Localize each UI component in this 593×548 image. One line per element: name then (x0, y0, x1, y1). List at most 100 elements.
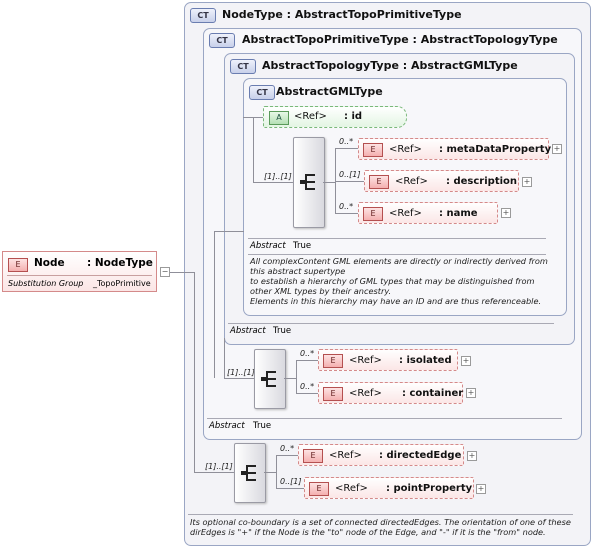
expand-toggle[interactable]: + (522, 177, 532, 187)
divider (228, 323, 554, 324)
sequence-multiplicity: [1]..[1] (227, 368, 255, 377)
connector (224, 378, 254, 379)
abstract-label: Abstract (209, 421, 245, 431)
connector (335, 181, 364, 182)
connector (296, 360, 297, 393)
element-ref: <Ref> (335, 483, 368, 494)
element-name: : name (439, 208, 478, 219)
connector (296, 393, 318, 394)
node-name: Node (34, 257, 65, 269)
complex-type-icon: CT (209, 33, 235, 48)
element-ref: <Ref> (389, 144, 422, 155)
element-multiplicity: 0..* (300, 349, 315, 358)
substitution-group-value: _TopoPrimitive (93, 279, 151, 288)
element-multiplicity: 0..* (280, 444, 295, 453)
expand-toggle[interactable]: + (476, 484, 486, 494)
divider (207, 418, 562, 419)
node-divider (7, 275, 152, 276)
expand-toggle[interactable]: + (552, 144, 562, 154)
element-multiplicity: 0..* (339, 202, 354, 211)
element-container[interactable]: E <Ref> : container (318, 382, 463, 404)
node-element[interactable]: E Node : NodeType Substitution Group _To… (2, 251, 157, 292)
element-ref: <Ref> (389, 208, 422, 219)
connector (284, 378, 296, 379)
element-name: : isolated (399, 355, 452, 366)
sequence-compositor[interactable] (254, 349, 286, 409)
node-documentation: Its optional co-boundary is a set of con… (190, 517, 571, 537)
element-multiplicity: 0..[1] (280, 477, 302, 486)
nodetype-title: NodeType : AbstractTopoPrimitiveType (222, 8, 462, 21)
connector (276, 488, 304, 489)
attribute-icon: A (269, 111, 289, 125)
collapse-toggle[interactable]: − (160, 267, 170, 277)
element-ref: <Ref> (349, 355, 382, 366)
abstract-value: True (273, 326, 292, 336)
element-directededge[interactable]: E <Ref> : directedEdge (298, 444, 464, 466)
abstract-label: Abstract (230, 326, 266, 336)
sequence-compositor[interactable] (234, 443, 266, 503)
sequence-multiplicity: [1]..[1] (205, 462, 233, 471)
element-icon: E (303, 449, 323, 463)
expand-toggle[interactable]: + (467, 451, 477, 461)
node-type: : NodeType (87, 257, 153, 269)
element-multiplicity: 0..* (339, 137, 354, 146)
connector (224, 338, 225, 379)
element-multiplicity: 0..[1] (339, 170, 361, 179)
attribute-id[interactable]: A <Ref> : id (263, 106, 407, 128)
element-name: : container (402, 388, 464, 399)
connector (296, 360, 318, 361)
gml-documentation: All complexContent GML elements are dire… (250, 256, 548, 306)
connector (276, 455, 277, 488)
divider (248, 238, 546, 239)
complex-type-icon: CT (230, 59, 256, 74)
substitution-group-label: Substitution Group (8, 279, 84, 288)
connector (214, 231, 244, 232)
element-icon: E (323, 354, 343, 368)
connector (184, 272, 194, 273)
topology-title: AbstractTopologyType : AbstractGMLType (262, 59, 518, 72)
element-icon: E (8, 258, 28, 272)
element-isolated[interactable]: E <Ref> : isolated (318, 349, 458, 371)
connector (253, 182, 293, 183)
element-multiplicity: 0..* (300, 382, 315, 391)
element-pointproperty[interactable]: E <Ref> : pointProperty (304, 477, 474, 499)
attribute-ref: <Ref> (294, 111, 327, 122)
element-icon: E (363, 207, 383, 221)
connector (214, 231, 215, 378)
divider (188, 514, 573, 515)
connector (335, 213, 358, 214)
attribute-name: : id (344, 111, 363, 122)
connector (323, 182, 335, 183)
element-icon: E (363, 143, 383, 157)
element-description[interactable]: E <Ref> : description (364, 170, 519, 192)
element-icon: E (369, 175, 389, 189)
complex-type-icon: CT (190, 8, 216, 23)
element-name: : pointProperty (386, 483, 473, 494)
connector (194, 272, 195, 472)
expand-toggle[interactable]: + (461, 356, 471, 366)
element-ref: <Ref> (349, 388, 382, 399)
connector (276, 455, 298, 456)
connector (194, 472, 234, 473)
connector (264, 472, 276, 473)
expand-toggle[interactable]: + (501, 208, 511, 218)
topoprimitive-title: AbstractTopoPrimitiveType : AbstractTopo… (242, 33, 558, 46)
connector (253, 117, 254, 182)
connector (335, 148, 358, 149)
element-name: : directedEdge (379, 450, 462, 461)
element-icon: E (309, 482, 329, 496)
expand-toggle[interactable]: + (466, 388, 476, 398)
element-ref: <Ref> (395, 176, 428, 187)
element-name: : description (446, 176, 518, 187)
gml-title: AbstractGMLType (276, 85, 383, 98)
abstract-value: True (293, 241, 312, 251)
element-metadataproperty[interactable]: E <Ref> : metaDataProperty (358, 138, 552, 160)
abstract-label: Abstract (250, 241, 286, 251)
element-name-ref[interactable]: E <Ref> : name (358, 202, 498, 224)
element-ref: <Ref> (329, 450, 362, 461)
element-name: : metaDataProperty (439, 144, 552, 155)
connector (170, 272, 184, 273)
sequence-compositor[interactable] (293, 137, 325, 228)
sequence-multiplicity: [1]..[1] (264, 172, 292, 181)
complex-type-icon: CT (249, 85, 275, 100)
